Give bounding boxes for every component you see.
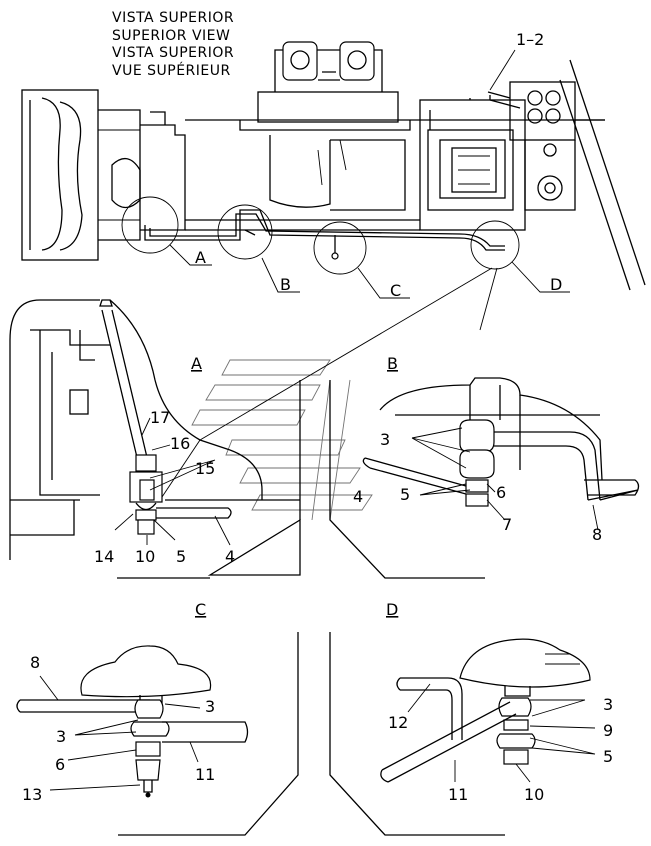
mount-left xyxy=(282,41,318,81)
detail-D-callout-11: 11 xyxy=(448,785,468,804)
valve-block xyxy=(509,81,576,141)
nut-6 xyxy=(135,741,161,757)
detail-A-callout-4: 4 xyxy=(225,547,235,566)
fitting-16 xyxy=(135,454,157,472)
detail-D-callout-9: 9 xyxy=(603,721,613,740)
detail-C-callout-11: 11 xyxy=(195,765,215,784)
detail-D-callout-3: 3 xyxy=(603,695,613,714)
detail-A-title: A xyxy=(191,354,202,373)
overview-label-D: D xyxy=(550,275,562,294)
title-block: VISTA SUPERIOR SUPERIOR VIEW VISTA SUPER… xyxy=(112,10,234,79)
detail-B-callout-6: 6 xyxy=(496,483,506,502)
title-line-2: SUPERIOR VIEW xyxy=(112,28,230,44)
detail-A-callout-17: 17 xyxy=(150,408,170,427)
detail-B-callout-8: 8 xyxy=(592,525,602,544)
title-line-3: VISTA SUPERIOR xyxy=(112,45,234,61)
overview-label-B: B xyxy=(280,275,291,294)
nut-7 xyxy=(465,493,489,507)
detail-A-callout-10: 10 xyxy=(135,547,155,566)
detail-circle-B xyxy=(217,204,273,260)
overview-drawing: A B C D 1–2 xyxy=(21,30,646,300)
detail-B-callout-7: 7 xyxy=(502,515,512,534)
detail-C-title: C xyxy=(195,600,206,619)
detail-A-callout-14: 14 xyxy=(94,547,114,566)
detail-A-callout-16: 16 xyxy=(170,434,190,453)
mount-right xyxy=(339,41,375,81)
detail-C-callout-8: 8 xyxy=(30,653,40,672)
left-hub xyxy=(21,89,99,261)
detail-C-callout-13: 13 xyxy=(22,785,42,804)
detail-C-callout-3a: 3 xyxy=(205,697,215,716)
overview-label-C: C xyxy=(390,281,401,300)
detail-D: D 12 3 9 5 11 10 xyxy=(329,600,613,836)
detail-C-callout-6: 6 xyxy=(55,755,65,774)
detail-circle-D xyxy=(470,220,520,270)
detail-B-title: B xyxy=(387,354,398,373)
detail-A: A 17 16 15 14 10 5 xyxy=(9,299,301,579)
nut-10 xyxy=(137,519,155,535)
detail-C-callout-3b: 3 xyxy=(56,727,66,746)
detail-B-callout-4: 4 xyxy=(353,487,363,506)
nut-10-d xyxy=(503,749,529,765)
detail-circle-C xyxy=(313,221,367,275)
detail-circle-A xyxy=(121,196,179,254)
title-line-4: VUE SUPÉRIEUR xyxy=(112,62,231,79)
detail-D-callout-12: 12 xyxy=(388,713,408,732)
overview-label-A: A xyxy=(195,248,206,267)
detail-D-callout-10: 10 xyxy=(524,785,544,804)
detail-A-callout-5: 5 xyxy=(176,547,186,566)
detail-A-callout-15: 15 xyxy=(195,459,215,478)
detail-B-callout-5: 5 xyxy=(400,485,410,504)
overview-label-top-ref: 1–2 xyxy=(516,30,544,49)
detail-D-callout-5: 5 xyxy=(603,747,613,766)
title-line-1: VISTA SUPERIOR xyxy=(112,10,234,26)
valve-13 xyxy=(135,759,161,781)
detail-B: B 3 4 5 6 7 8 xyxy=(329,354,640,579)
detail-B-callout-3: 3 xyxy=(380,430,390,449)
detail-C: C 8 3 3 6 13 11 xyxy=(16,600,299,836)
centre-housing xyxy=(257,91,399,123)
detail-D-title: D xyxy=(386,600,398,619)
watermark-logo xyxy=(191,359,373,521)
